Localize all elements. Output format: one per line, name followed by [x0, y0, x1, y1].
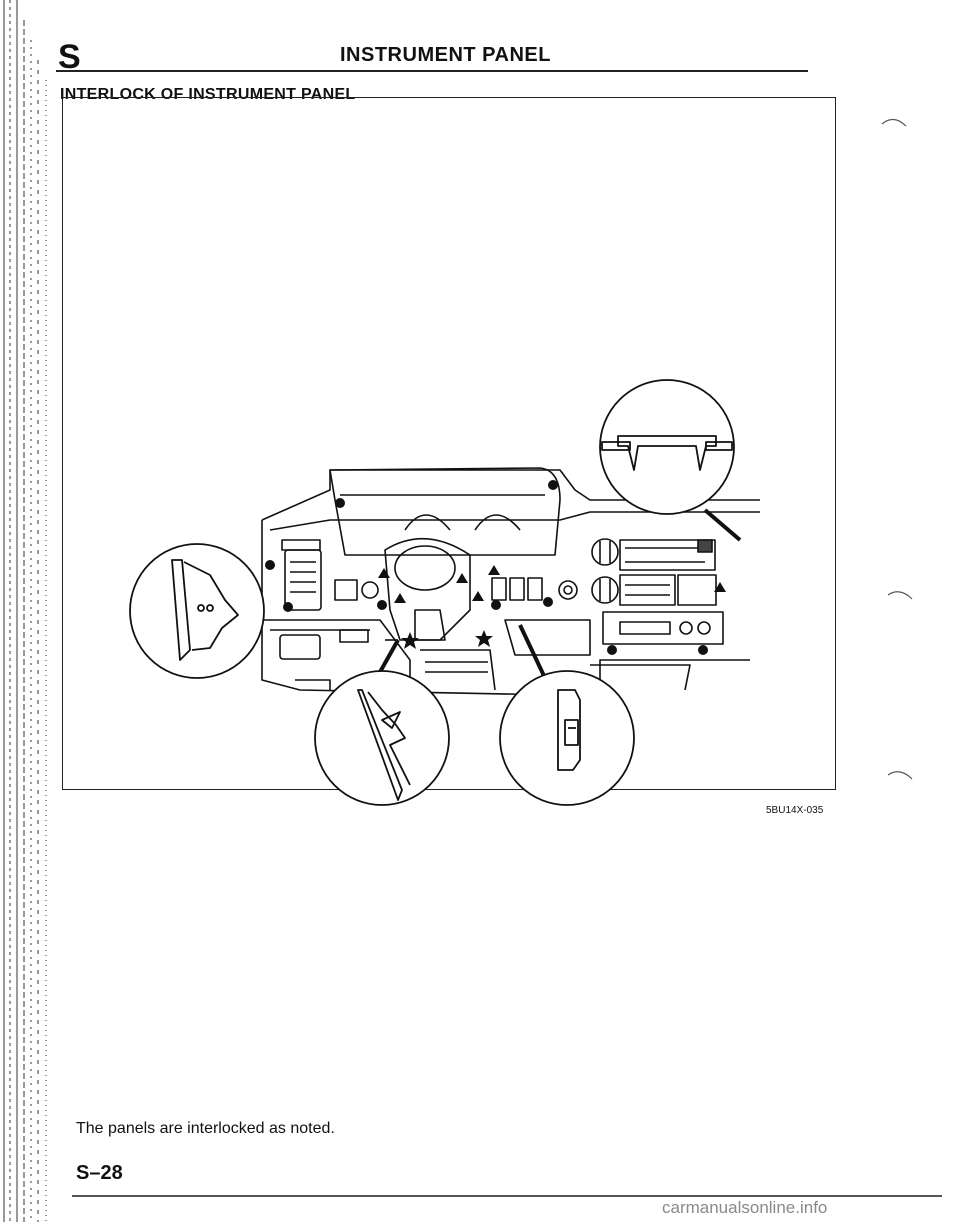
- steering-boss: [394, 545, 456, 591]
- header-title: INSTRUMENT PANEL: [340, 44, 551, 66]
- dashboard-outline: [261, 520, 750, 696]
- binder-edge: [3, 0, 47, 1222]
- section-letter: S: [58, 38, 81, 76]
- figure-frame: [62, 97, 836, 790]
- section-heading: INTERLOCK OF INSTRUMENT PANEL: [60, 86, 356, 103]
- figure-code: 5BU14X-035: [766, 805, 824, 816]
- margin-mark: [887, 591, 913, 600]
- detail-circle-bottom-right: [499, 670, 635, 806]
- detail-circle-left: [129, 543, 265, 679]
- left-vent: [284, 549, 322, 611]
- footer-rule: [72, 1195, 942, 1197]
- radio: [602, 611, 724, 645]
- watermark: carmanualsonline.info: [662, 1198, 828, 1217]
- detail-circle-top-right: [599, 379, 735, 515]
- caption: The panels are interlocked as noted.: [76, 1120, 335, 1137]
- header-rule: [56, 70, 808, 72]
- page-number: S–28: [76, 1162, 123, 1184]
- climate-control: [619, 539, 716, 571]
- margin-mark: [881, 118, 907, 127]
- left-switch: [334, 579, 358, 601]
- margin-mark: [887, 771, 913, 780]
